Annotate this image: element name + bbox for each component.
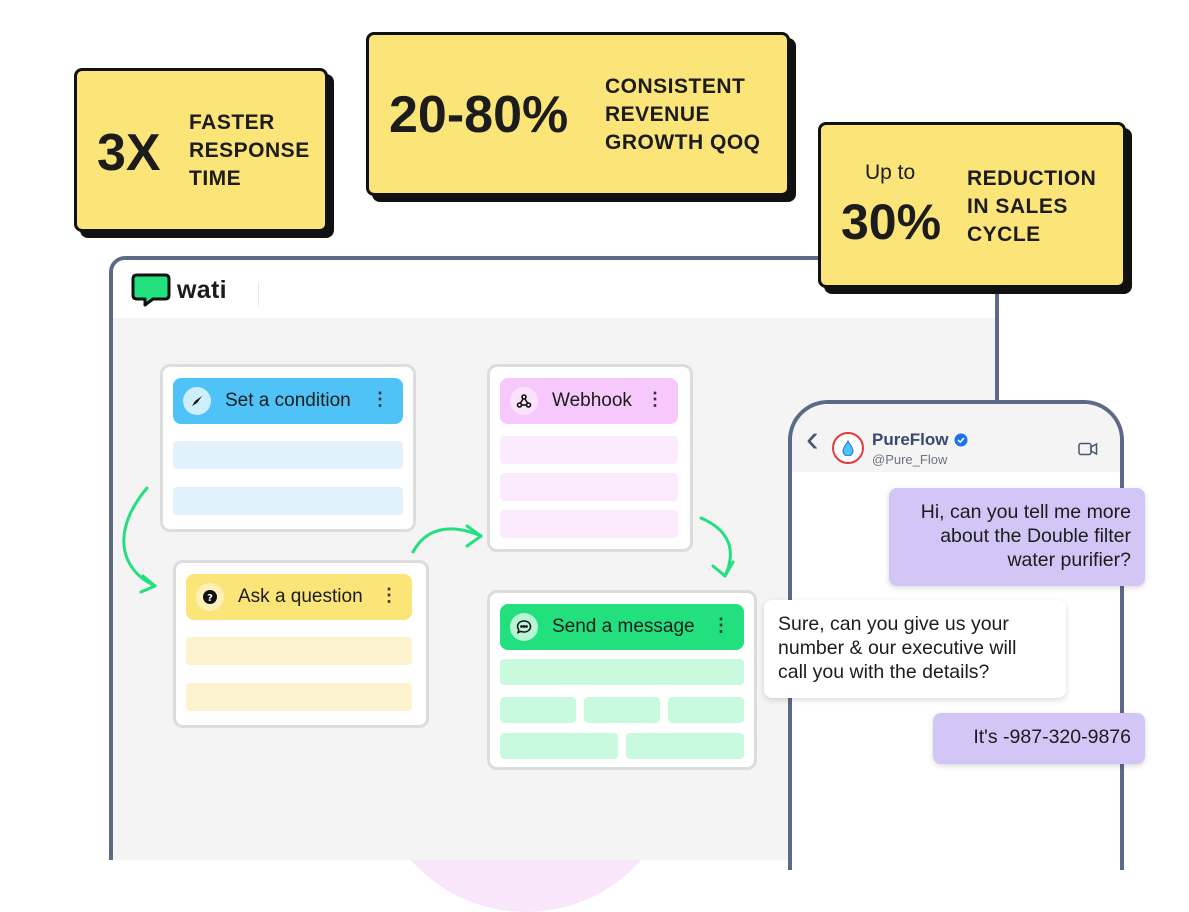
chip-set-condition[interactable]: Set a condition ⋮ <box>173 378 403 424</box>
more-menu-icon[interactable]: ⋮ <box>371 389 389 409</box>
placeholder-bar <box>500 659 744 685</box>
stat-card-response-time: 3X FASTER RESPONSE TIME <box>74 68 328 232</box>
node-send-message[interactable]: Send a message ⋮ <box>487 590 757 770</box>
placeholder-bar <box>500 473 678 501</box>
placeholder-bar <box>626 733 744 759</box>
question-icon: ? <box>196 583 224 611</box>
stat-description: FASTER RESPONSE TIME <box>189 111 310 190</box>
placeholder-bar <box>500 697 576 723</box>
message-line: water purifier? <box>1007 549 1131 571</box>
placeholder-bar <box>584 697 660 723</box>
message-line: Sure, can you give us your <box>778 613 1009 635</box>
svg-text:?: ? <box>207 593 213 604</box>
chip-label: Ask a question <box>238 586 363 607</box>
flow-arrows <box>122 486 735 594</box>
chat-message-outgoing: It's -987-320-9876 <box>933 713 1145 764</box>
webhook-icon <box>510 387 538 415</box>
arrow-condition-to-question <box>122 486 157 588</box>
logo-text: wati <box>177 275 227 304</box>
placeholder-bar <box>173 487 403 515</box>
water-drop-icon <box>842 440 854 456</box>
header-divider <box>258 282 259 306</box>
placeholder-bar <box>186 683 412 711</box>
contact-avatar[interactable] <box>832 432 864 464</box>
stat-value: 3X <box>97 124 161 182</box>
node-ask-question[interactable]: ? Ask a question ⋮ <box>173 560 429 728</box>
message-line: Hi, can you tell me more <box>920 501 1131 523</box>
more-menu-icon[interactable]: ⋮ <box>712 615 730 635</box>
message-line: number & our executive will <box>778 637 1017 659</box>
contact-handle: @Pure_Flow <box>872 452 948 467</box>
chip-label: Send a message <box>552 616 695 637</box>
chip-label: Webhook <box>552 390 632 411</box>
placeholder-bar <box>500 510 678 538</box>
chat-bubble-logo-icon <box>131 273 171 307</box>
more-menu-icon[interactable]: ⋮ <box>380 585 398 605</box>
placeholder-bar <box>173 441 403 469</box>
compass-icon <box>183 387 211 415</box>
video-call-icon[interactable] <box>1078 442 1098 456</box>
chip-ask-question[interactable]: ? Ask a question ⋮ <box>186 574 412 620</box>
stat-card-sales-cycle: Up to 30% REDUCTION IN SALES CYCLE <box>818 122 1126 288</box>
arrow-question-to-webhook <box>411 527 483 554</box>
stat-prefix: Up to <box>865 161 916 184</box>
chat-message-incoming: Sure, can you give us your number & our … <box>764 600 1066 698</box>
stat-value: 30% <box>841 194 942 250</box>
stat-description: CONSISTENT REVENUE GROWTH QOQ <box>605 75 761 154</box>
message-line: call you with the details? <box>778 661 990 683</box>
contact-name: PureFlow <box>872 430 949 449</box>
placeholder-bar <box>500 436 678 464</box>
chip-send-message[interactable]: Send a message ⋮ <box>500 604 744 650</box>
node-webhook[interactable]: Webhook ⋮ <box>487 364 693 552</box>
stat-value: 20-80% <box>389 86 569 144</box>
message-line: about the Double filter <box>940 525 1131 547</box>
placeholder-bar <box>668 697 744 723</box>
chip-webhook[interactable]: Webhook ⋮ <box>500 378 678 424</box>
message-icon <box>510 613 538 641</box>
verified-badge-icon <box>954 433 968 447</box>
chat-message-outgoing: Hi, can you tell me more about the Doubl… <box>889 488 1145 586</box>
placeholder-bar <box>500 733 618 759</box>
wati-logo[interactable]: wati <box>131 272 227 308</box>
chat-header: ‹ PureFlow @Pure_Flow <box>792 404 1120 472</box>
message-line: It's -987-320-9876 <box>973 726 1131 748</box>
placeholder-bar <box>186 637 412 665</box>
back-chevron-icon[interactable]: ‹ <box>806 418 819 460</box>
stat-description: REDUCTION IN SALES CYCLE <box>967 167 1097 246</box>
chip-label: Set a condition <box>225 390 351 411</box>
more-menu-icon[interactable]: ⋮ <box>646 389 664 409</box>
node-set-condition[interactable]: Set a condition ⋮ <box>160 364 416 532</box>
stat-card-revenue-growth: 20-80% CONSISTENT REVENUE GROWTH QOQ <box>366 32 790 196</box>
